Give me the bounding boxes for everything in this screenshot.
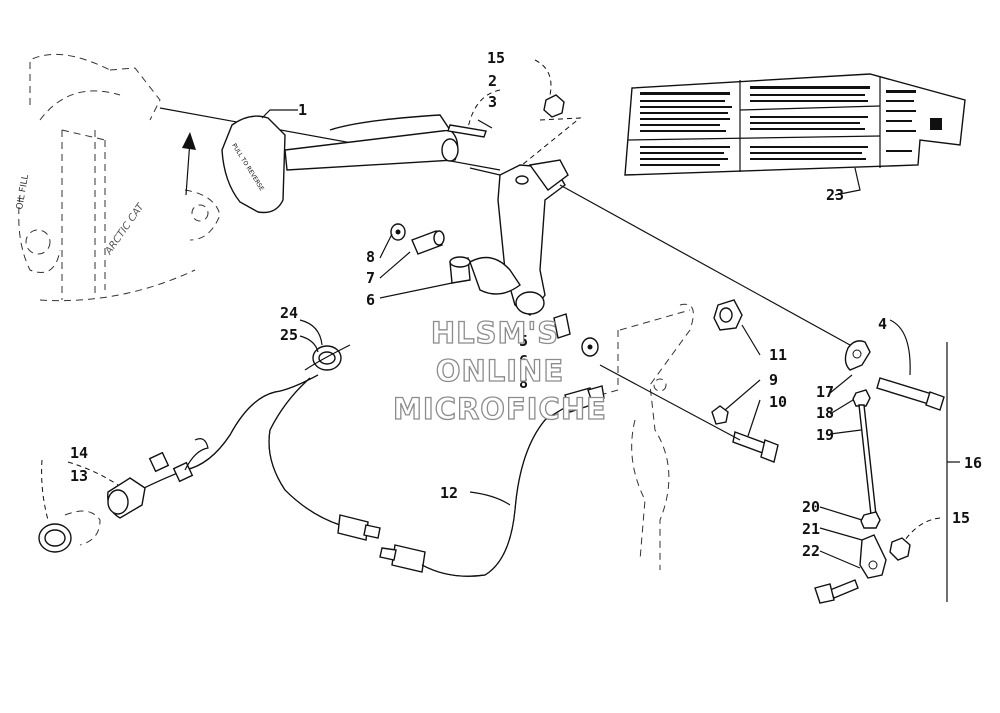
callout-15-upper: 15 <box>487 49 505 67</box>
callout-3: 3 <box>488 93 497 111</box>
bushings-parts-6-7-8 <box>390 223 471 284</box>
callout-2: 2 <box>488 72 497 90</box>
watermark-line-3: MICROFICHE <box>393 392 607 426</box>
callout-23: 23 <box>826 186 844 204</box>
washer-bolt-parts-9-10 <box>711 405 779 463</box>
wire-harness-part-12 <box>38 344 605 577</box>
callout-24: 24 <box>280 304 298 322</box>
bushing-part-11 <box>713 299 743 331</box>
pin-and-cotter-parts-2-3 <box>447 119 493 138</box>
callout-8-left: 8 <box>366 248 375 266</box>
decal-part-23 <box>624 73 966 176</box>
callout-10: 10 <box>769 393 787 411</box>
callout-25: 25 <box>280 326 298 344</box>
callout-12: 12 <box>440 484 458 502</box>
callout-21: 21 <box>802 520 820 538</box>
callout-9: 9 <box>769 371 778 389</box>
svg-text:OIL FILL: OIL FILL <box>15 174 31 211</box>
axis-line-upper <box>559 184 851 346</box>
callout-labels: 1 2 3 4 5 6 6 7 8 8 9 10 11 12 13 14 15 … <box>70 49 982 560</box>
callout-18: 18 <box>816 404 834 422</box>
bushings-parts-5-6-8 <box>553 313 599 357</box>
callout-13: 13 <box>70 467 88 485</box>
callout-11: 11 <box>769 346 787 364</box>
callout-5: 5 <box>519 332 528 350</box>
callout-1: 1 <box>298 101 307 119</box>
callout-20: 20 <box>802 498 820 516</box>
reverse-handle-part-1: PULL TO REVERSE <box>221 114 459 214</box>
watermark-line-1: HLSM'S <box>431 316 559 350</box>
callout-4: 4 <box>878 315 887 333</box>
tie-rod-assembly-part-16 <box>814 340 960 604</box>
callout-6-right: 6 <box>519 352 528 370</box>
shift-linkage-ghost <box>599 303 694 570</box>
axis-line-lower <box>599 364 741 441</box>
watermark: HLSM'S ONLINE MICROFICHE <box>392 315 607 426</box>
callout-17: 17 <box>816 383 834 401</box>
callout-15-lower: 15 <box>952 509 970 527</box>
callout-7: 7 <box>366 269 375 287</box>
callout-19: 19 <box>816 426 834 444</box>
callout-14: 14 <box>70 444 88 462</box>
nut-part-15-upper <box>543 94 565 118</box>
callout-22: 22 <box>802 542 820 560</box>
svg-text:ARCTIC CAT: ARCTIC CAT <box>103 201 147 257</box>
callout-6-left: 6 <box>366 291 375 309</box>
leader-lines <box>41 59 941 569</box>
watermark-line-2: ONLINE <box>436 354 564 388</box>
shift-lever-bracket <box>469 159 569 316</box>
callout-16: 16 <box>964 454 982 472</box>
callout-8-right: 8 <box>519 374 528 392</box>
